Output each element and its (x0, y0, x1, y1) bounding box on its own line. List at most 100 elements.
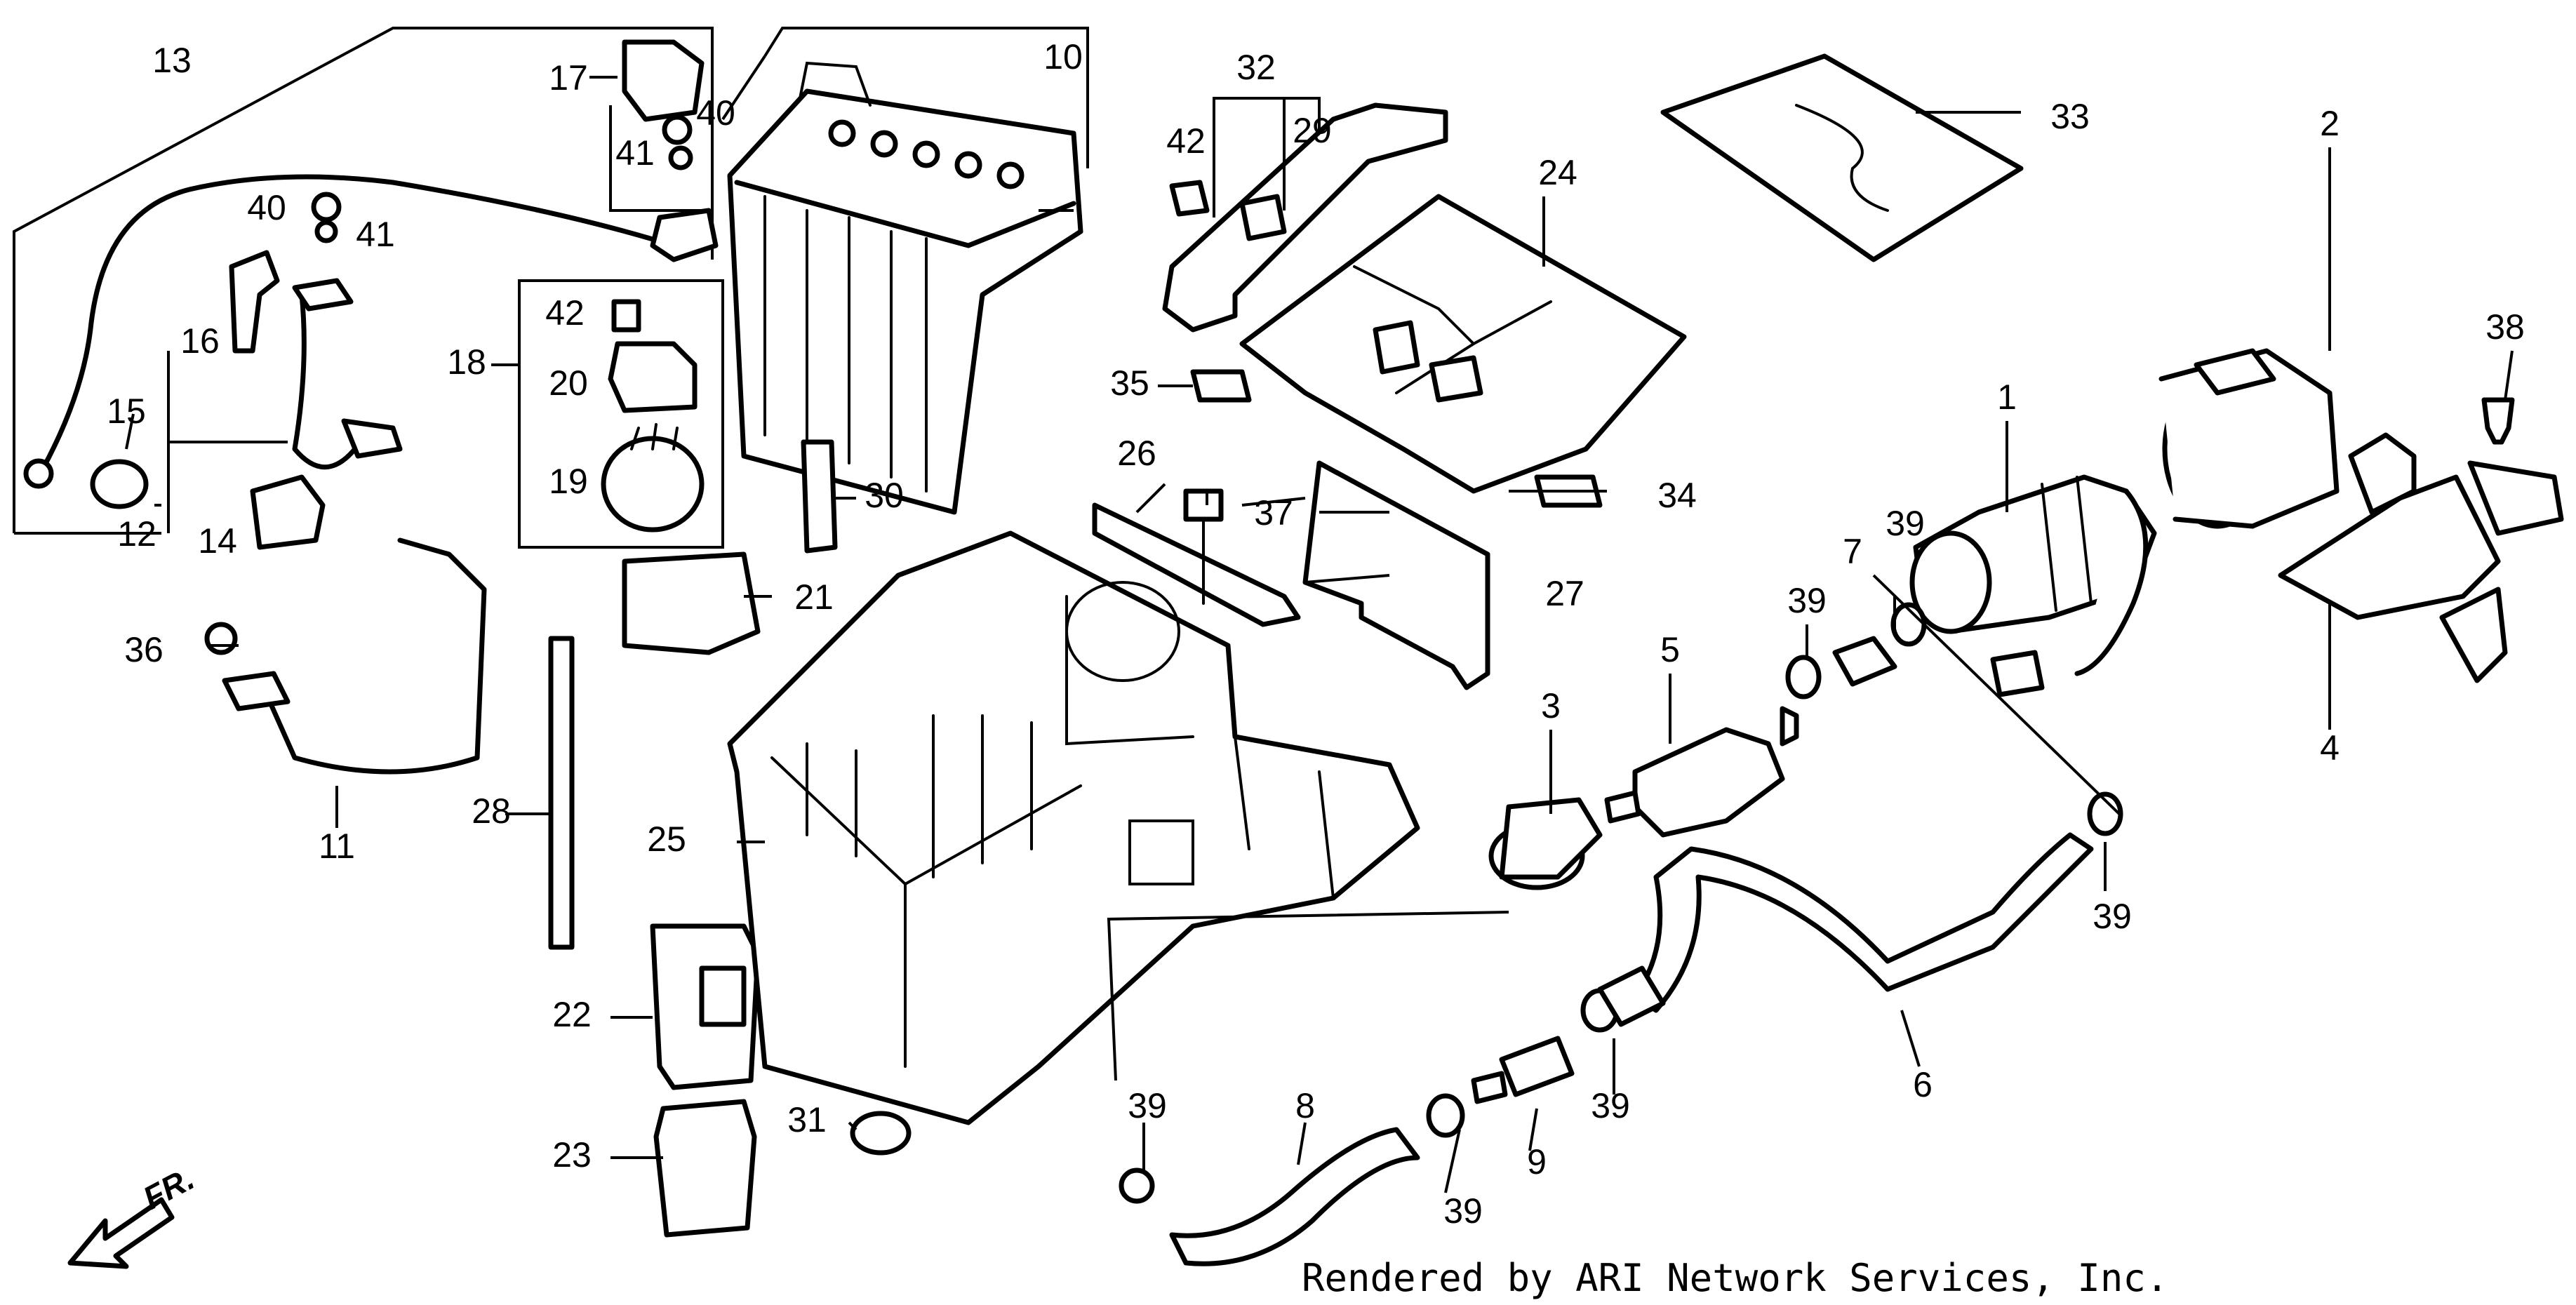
callout-27: 27 (1545, 574, 1584, 613)
callout-15: 15 (107, 392, 146, 431)
pump-bracket-4 (2278, 432, 2564, 683)
callout-29: 29 (1293, 111, 1332, 150)
pump-connector (1990, 650, 2045, 697)
nut-40-lower (311, 192, 342, 222)
callout-23: 23 (552, 1135, 592, 1174)
leader-lines (125, 76, 2514, 1193)
callout-4: 4 (2320, 728, 2340, 768)
bracket-27 (1302, 460, 1490, 690)
fuel-filter-5 (1604, 706, 1799, 838)
cable-terminal-15 (90, 459, 149, 509)
callout-35: 35 (1110, 363, 1149, 403)
callout-32: 32 (1236, 48, 1276, 87)
callout-17: 17 (549, 58, 588, 98)
callout-11: 11 (319, 826, 355, 866)
callout-30: 30 (865, 476, 904, 515)
terminal-clip (650, 208, 719, 262)
callout-42-b: 42 (1166, 121, 1206, 161)
callout-6: 6 (1913, 1065, 1933, 1104)
clamp-39-e (1426, 1093, 1465, 1138)
fuel-hose-8 (1169, 1127, 1420, 1266)
bolt-36 (204, 622, 238, 655)
plate-35 (1190, 369, 1252, 403)
callout-42-a: 42 (545, 293, 585, 333)
module-22 (650, 923, 761, 1090)
callout-40-a: 40 (696, 93, 735, 133)
washer-41-lower (314, 220, 338, 243)
callout-21: 21 (794, 577, 834, 617)
terminal-cap-17 (622, 39, 705, 122)
callout-39-a: 39 (1787, 581, 1827, 620)
callout-31: 31 (787, 1100, 827, 1139)
fuse-42-left (611, 299, 641, 333)
owner-manual-33 (1660, 53, 2024, 262)
callout-10: 10 (1043, 37, 1083, 76)
terminal-cover-16 (229, 250, 280, 354)
battery-10 (721, 27, 1089, 515)
washer-41-upper (668, 145, 693, 170)
front-arrow-icon (67, 1197, 175, 1269)
joint-9 (1471, 1036, 1575, 1104)
callout-5: 5 (1660, 630, 1680, 669)
relay-connector-20 (608, 341, 698, 413)
vent-hose-28 (548, 636, 575, 950)
terminal-cap-group (311, 39, 719, 262)
nut-40-upper (662, 114, 693, 145)
grommet-31 (850, 1111, 912, 1156)
callout-22: 22 (552, 995, 592, 1034)
callout-38: 38 (2485, 307, 2525, 347)
callout-20: 20 (549, 363, 588, 403)
callout-labels: 1 2 3 4 5 6 7 8 9 10 11 12 13 14 15 16 1… (107, 37, 2525, 1231)
fuel-hose-6 (1632, 832, 2094, 1013)
callout-41-b: 41 (356, 215, 395, 254)
callout-39-c: 39 (2093, 897, 2132, 936)
callout-39-d: 39 (1591, 1086, 1630, 1125)
screw-38 (2481, 397, 2515, 445)
callout-8: 8 (1295, 1086, 1315, 1125)
front-direction-indicator: FR. (67, 1160, 200, 1269)
vent-tube-30 (801, 439, 838, 554)
battery-box-25 (727, 530, 1420, 1125)
callout-19: 19 (549, 462, 588, 501)
callout-25: 25 (647, 819, 686, 859)
callout-26: 26 (1117, 434, 1156, 473)
ground-cable-11 (204, 537, 487, 775)
callout-33: 33 (2050, 97, 2090, 136)
callout-9: 9 (1527, 1142, 1547, 1182)
fuel-pump-1 (1909, 474, 2157, 697)
callout-7: 7 (1843, 532, 1862, 571)
callout-18: 18 (447, 342, 486, 382)
battery-cable-group (13, 27, 714, 550)
callout-14: 14 (198, 521, 237, 561)
hose-end-6 (1597, 965, 1666, 1027)
callout-28: 28 (472, 791, 511, 831)
callout-34: 34 (1657, 476, 1697, 515)
callout-41-a: 41 (615, 133, 655, 173)
clamp-39-c (2087, 791, 2123, 836)
cover-23 (653, 1099, 757, 1238)
callout-3: 3 (1541, 686, 1561, 725)
battery-case-21 (622, 551, 761, 655)
pump-holder-2 (2158, 348, 2340, 529)
clamp-39-f (1119, 1167, 1155, 1204)
relay-group (518, 279, 724, 549)
callout-39-b: 39 (1886, 504, 1925, 543)
callout-39-f: 39 (1128, 1086, 1167, 1125)
hose-joint-3 (1488, 797, 1603, 890)
callout-39-e: 39 (1443, 1191, 1483, 1231)
clamp-39-a (1785, 655, 1822, 700)
callout-24: 24 (1538, 153, 1577, 192)
bolt-37 (1183, 488, 1224, 605)
fuse-42-right (1169, 180, 1210, 217)
terminal-cover-14 (250, 474, 326, 550)
callout-40-b: 40 (247, 188, 286, 227)
battery-band-29 (1162, 102, 1448, 333)
callout-1: 1 (1997, 377, 2017, 417)
credit-text: Rendered by ARI Network Services, Inc. (1302, 1256, 2168, 1300)
callout-16: 16 (180, 321, 220, 361)
fuel-hose-7 (1832, 636, 1897, 687)
starter-relay-19 (601, 436, 705, 533)
stay-26 (1092, 502, 1301, 627)
battery-holder-24 (1239, 194, 1687, 494)
